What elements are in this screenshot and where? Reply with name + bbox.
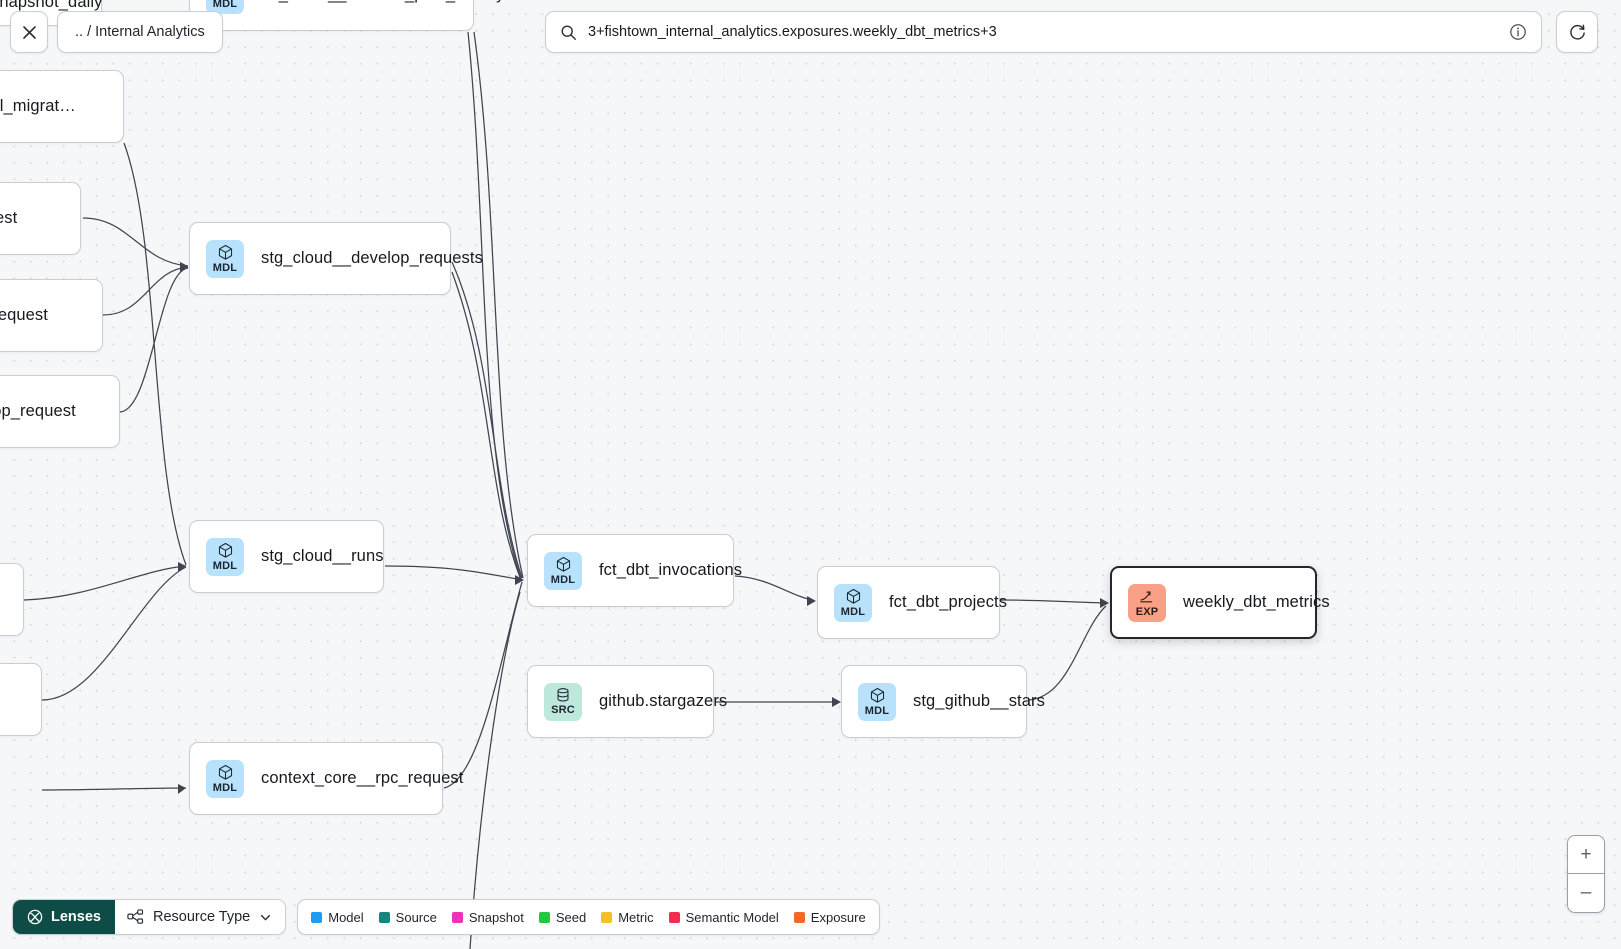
lineage-node-label: snapshot_daily xyxy=(0,0,103,11)
lineage-node-label: int_cloud__account_plan_history xyxy=(261,0,504,4)
lineage-node-context_core__rpc_request[interactable]: MDL context_core__rpc_request xyxy=(189,742,463,815)
top-toolbar: .. / Internal Analytics xyxy=(0,0,1621,66)
search-input[interactable] xyxy=(577,24,1509,40)
mdl-resource-badge: MDL xyxy=(834,583,872,622)
legend-swatch xyxy=(311,911,323,923)
resource-type-legend: Model Source Snapshot Seed Metric Semantic Mo… xyxy=(297,899,880,935)
chevron-down-icon xyxy=(261,914,271,920)
bottom-toolbar: Lenses Resource Type Model Source Snapshot… xyxy=(12,899,880,935)
node-graph-icon xyxy=(127,908,144,924)
mdl-resource-badge: MDL xyxy=(206,537,244,576)
legend-label: Exposure xyxy=(810,909,866,925)
lenses-button[interactable]: Lenses xyxy=(13,900,115,934)
search-icon xyxy=(561,24,576,40)
lineage-node-multicell_migrate[interactable]: multicell_migrat… xyxy=(0,70,124,143)
legend-item-source[interactable]: Source xyxy=(378,909,437,925)
legend-label: Snapshot xyxy=(468,909,524,925)
lineage-node-weekly_dbt_metrics[interactable]: EXP weekly_dbt_metrics xyxy=(1110,566,1330,639)
legend-label: Semantic Model xyxy=(685,909,779,925)
lineage-node-label: stg_cloud__runs xyxy=(261,547,384,565)
lineage-node-run_node[interactable]: .run xyxy=(0,663,42,736)
legend-swatch xyxy=(538,911,550,923)
lineage-node-fct_dbt_projects[interactable]: MDL fct_dbt_projects xyxy=(817,566,1007,639)
legend-label: Seed xyxy=(555,909,587,925)
legend-item-semantic-model[interactable]: Semantic Model xyxy=(668,909,779,925)
mdl-badge-label: MDL xyxy=(864,704,890,717)
legend-swatch xyxy=(601,911,613,923)
mdl-badge-label: MDL xyxy=(212,261,238,274)
legend-swatch xyxy=(378,911,390,923)
legend-item-model[interactable]: Model xyxy=(311,909,364,925)
legend-swatch xyxy=(793,911,805,923)
mdl-badge-label: MDL xyxy=(212,559,238,572)
lineage-node-label: context_core__rpc_request xyxy=(261,769,464,787)
legend-item-seed[interactable]: Seed xyxy=(538,909,587,925)
lineage-node-label: stg_github__stars xyxy=(913,692,1045,710)
lineage-node-p_request[interactable]: p_request xyxy=(0,182,81,255)
legend-item-exposure[interactable]: Exposure xyxy=(793,909,866,925)
lens-control-group: Lenses Resource Type xyxy=(12,899,287,935)
lineage-node-label: multicell_migrat… xyxy=(0,97,76,115)
close-icon xyxy=(22,25,36,39)
mdl-resource-badge: MDL xyxy=(206,759,244,798)
legend-label: Source xyxy=(395,909,437,925)
breadcrumb[interactable]: .. / Internal Analytics xyxy=(57,11,223,53)
src-badge-label: SRC xyxy=(551,704,575,716)
legend-swatch xyxy=(668,911,680,923)
lineage-node-stg_github__stars[interactable]: MDL stg_github__stars xyxy=(841,665,1045,738)
lineage-node-stg_cloud__develop_requests[interactable]: MDL stg_cloud__develop_requests xyxy=(189,222,483,295)
lineage-node-develop_request[interactable]: _develop_request xyxy=(0,375,120,448)
lineage-node-stg_cloud__runs[interactable]: MDL stg_cloud__runs xyxy=(189,520,384,593)
lineage-node-label: p_request xyxy=(0,209,18,227)
mdl-resource-badge: MDL xyxy=(206,0,244,14)
lineage-node-label: velop_request xyxy=(0,306,48,324)
lineage-node-label: fct_dbt_invocations xyxy=(599,561,743,579)
zoom-out-button[interactable]: – xyxy=(1580,882,1592,903)
lens-icon xyxy=(27,909,43,925)
mdl-badge-label: MDL xyxy=(550,573,576,586)
exp-resource-badge: EXP xyxy=(1128,583,1166,622)
info-icon[interactable] xyxy=(1509,23,1527,41)
refresh-button[interactable] xyxy=(1556,11,1598,53)
lineage-node-label: fct_dbt_projects xyxy=(889,593,1008,611)
exp-badge-label: EXP xyxy=(1135,605,1159,618)
zoom-controls: + – xyxy=(1567,835,1605,913)
lineage-node-fct_dbt_invocations[interactable]: MDL fct_dbt_invocations xyxy=(527,534,742,607)
lineage-node-n_node[interactable]: n xyxy=(0,563,24,636)
lineage-node-label: stg_cloud__develop_requests xyxy=(261,249,483,267)
lenses-label: Lenses xyxy=(51,909,101,925)
lineage-node-label: github.stargazers xyxy=(599,692,728,710)
resource-type-label: Resource Type xyxy=(152,909,251,925)
legend-item-metric[interactable]: Metric xyxy=(601,909,654,925)
close-button[interactable] xyxy=(10,11,48,53)
zoom-in-button[interactable]: + xyxy=(1568,836,1604,874)
src-resource-badge: SRC xyxy=(544,682,582,721)
resource-type-dropdown[interactable]: Resource Type xyxy=(114,900,286,934)
lineage-node-int_cloud__account_plan_history[interactable]: MDL int_cloud__account_plan_history xyxy=(189,0,504,31)
refresh-icon xyxy=(1569,24,1585,40)
mdl-badge-label: MDL xyxy=(840,605,866,618)
mdl-badge-label: MDL xyxy=(212,0,238,10)
lineage-node-label: _develop_request xyxy=(0,402,76,420)
legend-item-snapshot[interactable]: Snapshot xyxy=(451,909,524,925)
mdl-resource-badge: MDL xyxy=(544,551,582,590)
lineage-node-velop_request[interactable]: velop_request xyxy=(0,279,103,352)
legend-label: Model xyxy=(328,909,364,925)
mdl-badge-label: MDL xyxy=(212,781,238,794)
legend-swatch xyxy=(451,911,463,923)
lineage-node-label: weekly_dbt_metrics xyxy=(1183,593,1330,611)
legend-label: Metric xyxy=(618,909,654,925)
mdl-resource-badge: MDL xyxy=(206,239,244,278)
lineage-search-bar[interactable] xyxy=(545,11,1542,53)
lineage-node-github.stargazers[interactable]: SRC github.stargazers xyxy=(527,665,727,738)
mdl-resource-badge: MDL xyxy=(858,682,896,721)
breadcrumb-label: .. / Internal Analytics xyxy=(75,24,205,40)
